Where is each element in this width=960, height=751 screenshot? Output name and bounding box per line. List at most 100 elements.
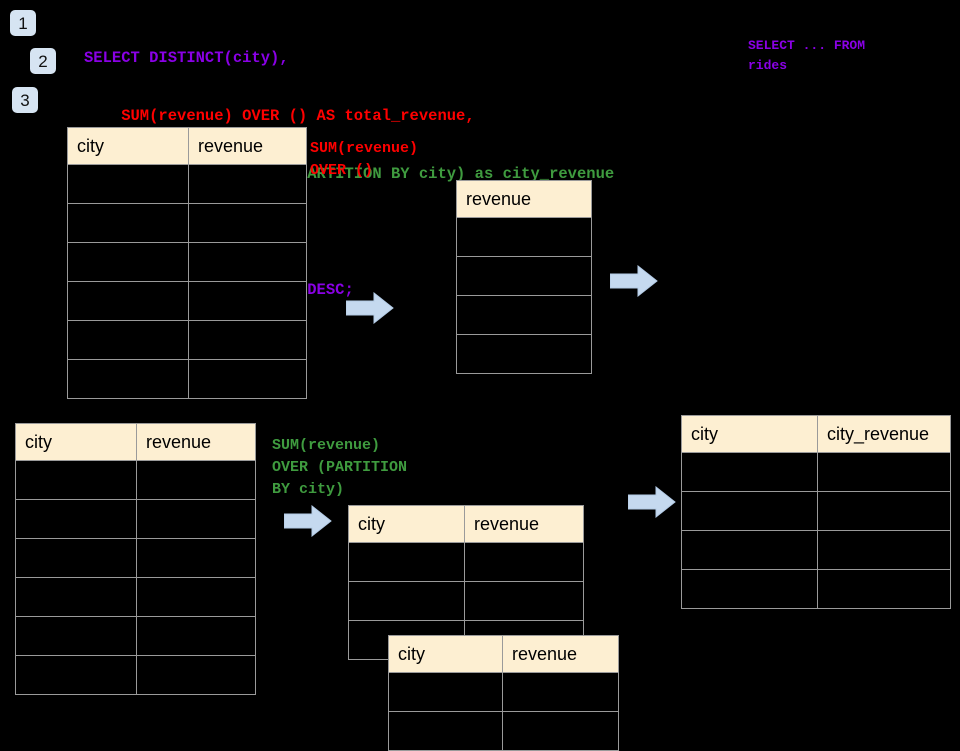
cell-city: [67, 359, 189, 399]
step-badge-2: 2: [30, 48, 56, 74]
step-badge-1: 1: [10, 10, 36, 36]
column-header-city: city: [388, 635, 503, 673]
column-header-revenue: revenue: [502, 635, 619, 673]
table-row: [15, 655, 256, 695]
final-result-table: city city_revenue: [681, 415, 951, 609]
arrow-partition-to-result: [628, 486, 676, 518]
cell-city: [348, 542, 465, 582]
cell-revenue: [464, 542, 584, 582]
step-badge-3: 3: [12, 87, 38, 113]
cell-revenue: [502, 672, 619, 712]
cell-revenue: [136, 577, 256, 617]
table-row: [348, 581, 584, 621]
table-row: [67, 164, 307, 204]
column-header-city: city: [15, 423, 137, 461]
cell-revenue: [464, 581, 584, 621]
annotation-sum-over-empty: SUM(revenue) OVER (): [310, 140, 419, 179]
cell-city-revenue: [817, 530, 951, 570]
arrow-source-to-partition: [284, 505, 332, 537]
column-header-city: city: [681, 415, 818, 453]
table-header-row: city revenue: [388, 635, 619, 673]
column-header-revenue: revenue: [464, 505, 584, 543]
table-row: [67, 242, 307, 282]
diagram-canvas: 1 2 3 SELECT DISTINCT(city), SUM(revenue…: [10, 10, 951, 751]
cell-revenue: [188, 164, 307, 204]
cell-revenue: [136, 460, 256, 500]
table-header-row: city revenue: [67, 127, 307, 165]
cell-city: [67, 281, 189, 321]
cell-city: [15, 616, 137, 656]
table-row: [456, 334, 592, 374]
column-header-revenue: revenue: [136, 423, 256, 461]
partition-group-back: city revenue: [348, 505, 584, 660]
arrow-source-to-total: [346, 292, 394, 324]
cell-revenue: [136, 616, 256, 656]
cell-city: [15, 499, 137, 539]
cell-revenue: [188, 281, 307, 321]
table-row: [67, 203, 307, 243]
table-row: [67, 281, 307, 321]
table-row: [15, 460, 256, 500]
column-header-revenue: revenue: [456, 180, 592, 218]
cell-revenue: [136, 499, 256, 539]
table-header-row: revenue: [456, 180, 592, 218]
column-header-city-revenue: city_revenue: [817, 415, 951, 453]
cell-revenue: [136, 538, 256, 578]
partition-group-front: city revenue: [388, 635, 619, 751]
cell-city-revenue: [817, 491, 951, 531]
table-header-row: city revenue: [348, 505, 584, 543]
table-row: [67, 359, 307, 399]
table-row: [681, 452, 951, 492]
table-row: [388, 672, 619, 712]
table-row: [681, 569, 951, 609]
table-row: [456, 295, 592, 335]
table-row: [348, 542, 584, 582]
arrow-total-to-result: [610, 265, 658, 297]
cell-revenue: [188, 242, 307, 282]
cell-city: [15, 655, 137, 695]
table-row: [388, 711, 619, 751]
cell-city-revenue: [817, 452, 951, 492]
table-row: [15, 577, 256, 617]
table-row: [456, 256, 592, 296]
cell-revenue: [188, 359, 307, 399]
cell-city: [348, 581, 465, 621]
sql-line-1: SELECT DISTINCT(city),: [84, 49, 289, 67]
cell-city: [681, 569, 818, 609]
cell-city: [388, 711, 503, 751]
column-header-revenue: revenue: [188, 127, 307, 165]
cell-revenue: [456, 334, 592, 374]
cell-city: [388, 672, 503, 712]
table-row: [15, 538, 256, 578]
cell-revenue: [136, 655, 256, 695]
cell-revenue: [456, 217, 592, 257]
rides-source-table: city revenue: [67, 127, 307, 399]
cell-city: [67, 164, 189, 204]
cell-revenue: [456, 295, 592, 335]
column-header-city: city: [348, 505, 465, 543]
column-header-city: city: [67, 127, 189, 165]
total-revenue-table: revenue: [456, 180, 592, 374]
table-header-row: city revenue: [15, 423, 256, 461]
cell-revenue: [188, 203, 307, 243]
cell-city: [681, 530, 818, 570]
cell-city: [67, 242, 189, 282]
table-row: [67, 320, 307, 360]
table-row: [15, 499, 256, 539]
table-row: [15, 616, 256, 656]
cell-revenue: [188, 320, 307, 360]
table-row: [456, 217, 592, 257]
rides-source-table-lower: city revenue: [15, 423, 256, 695]
cell-city-revenue: [817, 569, 951, 609]
cell-city: [15, 460, 137, 500]
cell-city: [67, 320, 189, 360]
cell-city: [681, 491, 818, 531]
cell-city: [67, 203, 189, 243]
cell-revenue: [502, 711, 619, 751]
cell-city: [15, 577, 137, 617]
table-header-row: city city_revenue: [681, 415, 951, 453]
cell-city: [15, 538, 137, 578]
cell-revenue: [456, 256, 592, 296]
cell-city: [681, 452, 818, 492]
table-row: [681, 530, 951, 570]
